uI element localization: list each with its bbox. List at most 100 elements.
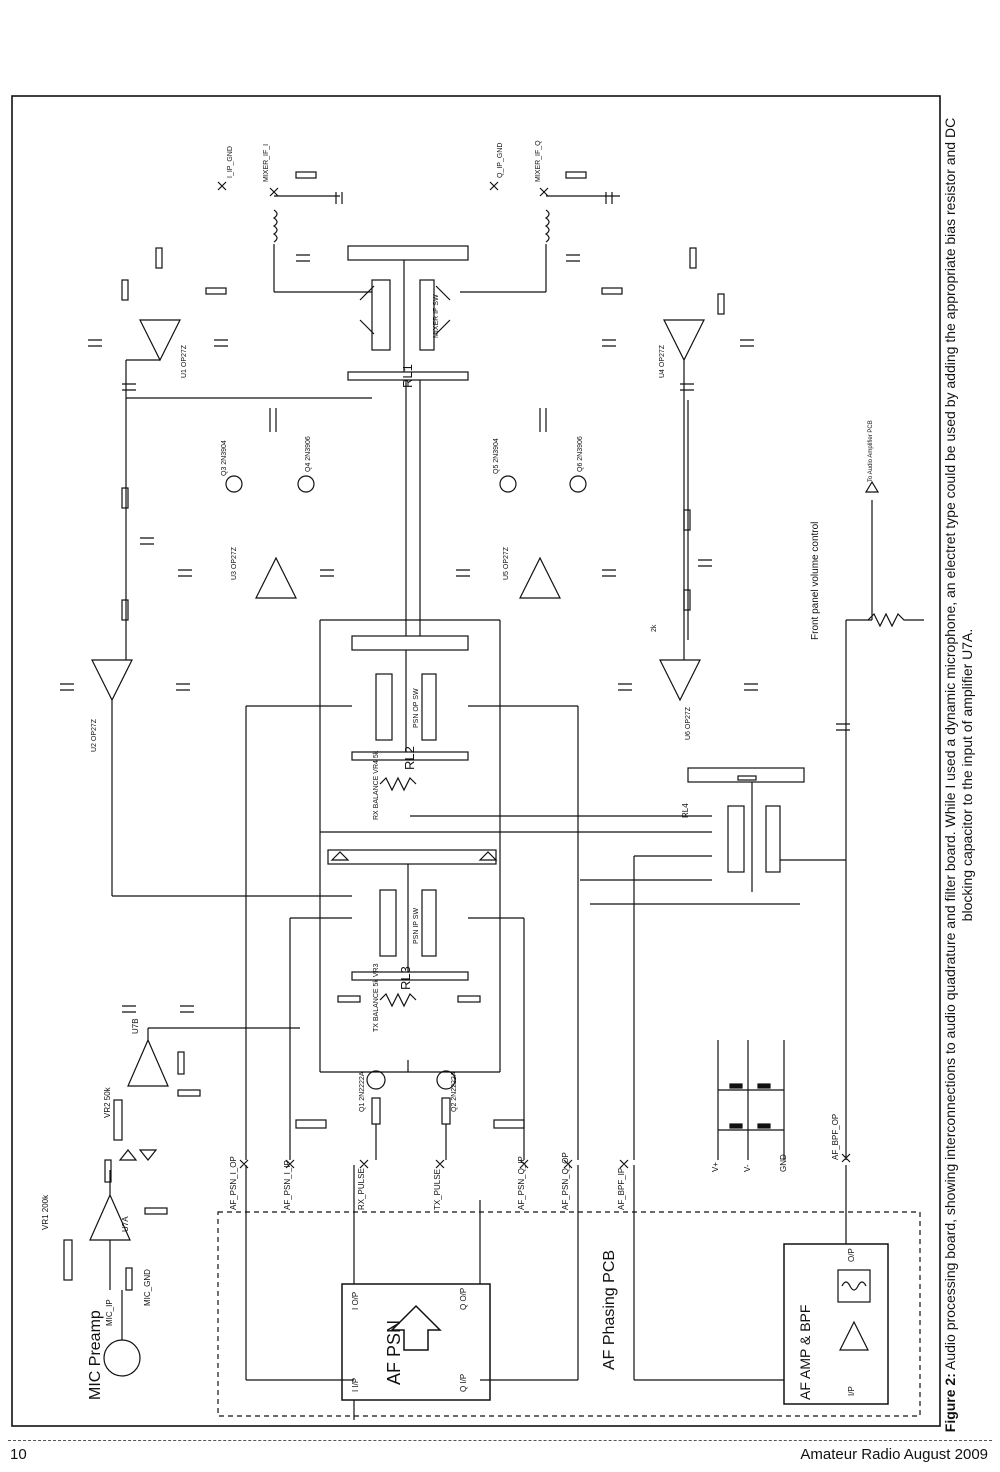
af-amp-triangle-icon xyxy=(839,1320,869,1351)
af-psn-title: AF PSN xyxy=(384,1320,404,1385)
af-amp-bpf-title: AF AMP & BPF xyxy=(797,1305,813,1400)
vr2-trimmer xyxy=(113,1099,123,1141)
r40-resistor xyxy=(457,995,481,1003)
u6-opamp xyxy=(659,659,701,702)
r43-resistor xyxy=(295,1119,327,1129)
af-phasing-pcb-label: AF Phasing PCB xyxy=(601,1250,618,1370)
relay-rl3: RL3 PSN IP SW xyxy=(327,849,498,990)
passive-components xyxy=(60,171,850,1013)
u7a-label: U7A xyxy=(121,1216,130,1232)
r2-resistor xyxy=(144,1207,168,1215)
footer-rule xyxy=(8,1440,992,1441)
af-phasing-pcb: AF Phasing PCB AF PSN I O/P Q O/P I I/P … xyxy=(217,1165,921,1420)
vr2-label: VR2 50k xyxy=(103,1086,112,1118)
signal-wires xyxy=(111,359,873,1160)
q-ip-gnd-connector: Q_IP_GND xyxy=(497,143,504,178)
q4-label: Q4 2N3906 xyxy=(305,436,312,472)
r3-resistor xyxy=(177,1089,201,1097)
q1-label: Q1 2N2222A xyxy=(359,1071,366,1112)
af-psn-q-op-connector: AF_PSN_Q_OP xyxy=(561,1152,570,1210)
u5-opamp xyxy=(519,556,561,599)
u6-label: U6 OP27Z xyxy=(685,706,692,740)
volume-control: Front panel volume control To Audio Ampl… xyxy=(651,420,924,640)
tx-balance-pot: TX BALANCE 5k VR3 xyxy=(337,963,481,1032)
af-psn-q-ip-label: Q I/P xyxy=(459,1374,468,1392)
rl3-label: RL3 xyxy=(398,966,413,990)
af-amp-bpf-block xyxy=(783,1243,889,1405)
figure-caption: Figure 2: Audio processing board, showin… xyxy=(942,110,976,1440)
top-connectors: I_IP_GND Q_IP_GND MIXER_IF_I MIXER_IF_Q xyxy=(217,140,620,293)
rl3-switch-label: PSN IP SW xyxy=(413,908,420,944)
relay-rl2: RL2 PSN OP SW xyxy=(351,635,469,770)
rx-balance-label: RX BALANCE VR4 5k xyxy=(373,750,380,820)
relay-rl1: RL1 MIXER IF SW xyxy=(347,245,469,388)
u3-label: U3 OP27Z xyxy=(231,546,238,580)
page-number: 10 xyxy=(10,1446,27,1463)
af-amp-bpf-ip-label: I/P xyxy=(847,1386,856,1396)
q5-transistor xyxy=(499,475,517,493)
figure-frame xyxy=(11,95,941,1427)
af-psn-block xyxy=(341,1283,491,1401)
l1-inductor xyxy=(272,209,278,243)
q6-label: Q6 2N3906 xyxy=(577,436,584,472)
af-psn-q-ip-connector: AF_PSN_Q_IP xyxy=(517,1156,526,1210)
u4-label: U4 OP27Z xyxy=(659,344,666,378)
mixer-if-i-connector: MIXER_IF_I xyxy=(263,144,270,182)
r99-resistor xyxy=(104,1159,112,1183)
tx-balance-label: TX BALANCE 5k VR3 xyxy=(373,963,380,1032)
mixer-if-q-connector: MIXER_IF_Q xyxy=(535,140,542,182)
u2-opamp xyxy=(91,659,133,702)
schematic-figure: MIC Preamp U7A VR1 200k MIC_IP MIC_GND U… xyxy=(11,95,941,1427)
u4-opamp xyxy=(663,319,705,362)
q5-label: Q5 2N3904 xyxy=(493,438,500,474)
vplus-connector: V+ xyxy=(711,1162,720,1172)
af-psn-arrow-icon xyxy=(390,1304,442,1351)
pulse-transistors xyxy=(295,1060,525,1160)
af-psn-i-ip-label: I I/P xyxy=(351,1378,360,1392)
magazine-issue: Amateur Radio August 2009 xyxy=(800,1446,988,1463)
d3-diode xyxy=(330,851,350,861)
d1-diode xyxy=(118,1149,138,1161)
u1-opamp xyxy=(139,319,181,362)
vr1-trimmer xyxy=(63,1239,73,1281)
front-panel-label: Front panel volume control xyxy=(810,522,821,640)
d4-diode xyxy=(478,851,498,861)
volume-pot-symbol xyxy=(867,612,924,628)
r4-resistor xyxy=(177,1051,185,1075)
u7b-opamp xyxy=(127,1038,169,1087)
tx-pulse-connector: TX_PULSE xyxy=(433,1169,442,1210)
u7b-label: U7B xyxy=(131,1018,140,1034)
volume-pot-value: 2k xyxy=(651,624,658,632)
rl4-label: RL4 xyxy=(681,803,690,818)
af-amp-bpf-op-label: O/P xyxy=(847,1248,856,1262)
to-audio-amp-label: To Audio Amplifier PCB xyxy=(868,420,874,482)
af-bpf-ip-connector: AF_BPF_IP xyxy=(617,1168,626,1210)
mic-preamp-section: MIC Preamp U7A VR1 200k MIC_IP MIC_GND U… xyxy=(41,1018,300,1400)
q4-transistor xyxy=(297,475,315,493)
af-bpf-op-connector: AF_BPF_OP xyxy=(831,1114,840,1160)
driver-transistors: Q3 2N3904 Q4 2N3906 Q5 2N3904 Q6 2N3906 … xyxy=(221,436,587,1112)
af-psn-i-ip-connector: AF_PSN_I_IP xyxy=(283,1160,292,1210)
af-psn-q-op-label: Q O/P xyxy=(459,1288,468,1310)
r5-resistor xyxy=(371,1097,381,1125)
u5-label: U5 OP27Z xyxy=(503,546,510,580)
q6-transistor xyxy=(569,475,587,493)
af-psn-i-op-connector: AF_PSN_I_OP xyxy=(229,1156,238,1210)
l2-inductor xyxy=(544,209,550,243)
power-supply-caps xyxy=(717,1040,785,1160)
microphone-symbol xyxy=(103,1339,141,1377)
rl2-label: RL2 xyxy=(402,746,417,770)
r44-resistor xyxy=(493,1119,525,1129)
relay-rl4: RL4 xyxy=(681,767,805,892)
mic-ip-label: MIC_IP xyxy=(105,1299,114,1326)
to-audio-amp-arrow xyxy=(864,480,880,493)
q3-label: Q3 2N3904 xyxy=(221,440,228,476)
mic-preamp-label: MIC Preamp xyxy=(87,1310,104,1400)
vminus-connector: V- xyxy=(743,1164,752,1172)
u1-label: U1 OP27Z xyxy=(181,344,188,378)
q3-transistor xyxy=(225,475,243,493)
opamps: U1 OP27Z U2 OP27Z U3 OP27Z U4 OP27Z U5 O… xyxy=(91,319,705,752)
r6-resistor xyxy=(441,1097,451,1125)
u3-opamp xyxy=(255,556,297,599)
rx-pulse-connector: RX_PULSE xyxy=(357,1168,366,1210)
